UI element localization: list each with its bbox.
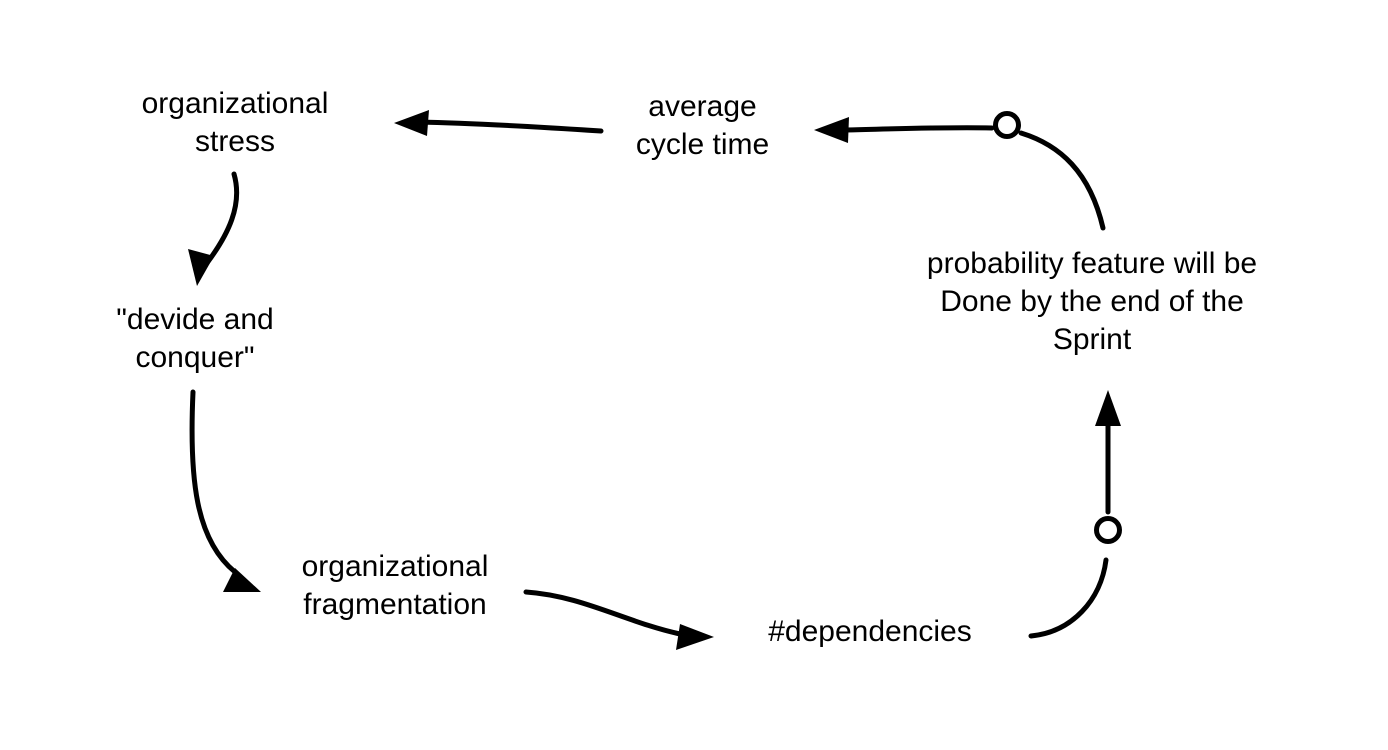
node-probability-done: probability feature will be Done by the … xyxy=(926,247,1258,356)
node-devide-conquer: "devide and conquer" xyxy=(116,303,274,374)
node-organizational-fragmentation: organizational fragmentation xyxy=(301,550,489,621)
edge-stress-to-devide xyxy=(188,171,240,286)
edge-devide-to-fragmentation xyxy=(189,389,261,592)
edge-cycletime-to-stress xyxy=(394,110,604,136)
polarity-marker-bottom-right-icon xyxy=(1094,516,1122,544)
edge-probability-to-cycletime-tail xyxy=(1018,130,1106,231)
edge-cycletime-to-stress-line xyxy=(415,119,604,134)
edge-stress-to-devide-arrowhead xyxy=(188,249,214,286)
node-organizational-stress: organizational stress xyxy=(141,87,329,158)
edge-dependencies-to-probability xyxy=(1028,390,1121,639)
edge-dependencies-to-probability-tail xyxy=(1028,557,1109,639)
edge-fragmentation-to-dependencies xyxy=(523,589,714,650)
edge-dependencies-to-probability-arrowhead xyxy=(1095,390,1121,426)
edge-probability-to-cycletime-arrowhead xyxy=(814,117,849,143)
edge-probability-to-cycletime-line xyxy=(840,125,995,133)
node-average-cycle-time: average cycle time xyxy=(635,90,770,161)
polarity-marker-top-right-icon xyxy=(993,111,1021,139)
node-dependencies: #dependencies xyxy=(768,615,972,648)
edge-cycletime-to-stress-arrowhead xyxy=(394,110,429,136)
edge-fragmentation-to-dependencies-line xyxy=(523,589,683,637)
edge-devide-to-fragmentation-line xyxy=(189,389,238,575)
edge-probability-to-cycletime xyxy=(814,117,1106,231)
edge-devide-to-fragmentation-arrowhead xyxy=(223,568,261,592)
edge-stress-to-devide-line xyxy=(204,171,240,266)
edge-fragmentation-to-dependencies-arrowhead xyxy=(676,624,714,650)
